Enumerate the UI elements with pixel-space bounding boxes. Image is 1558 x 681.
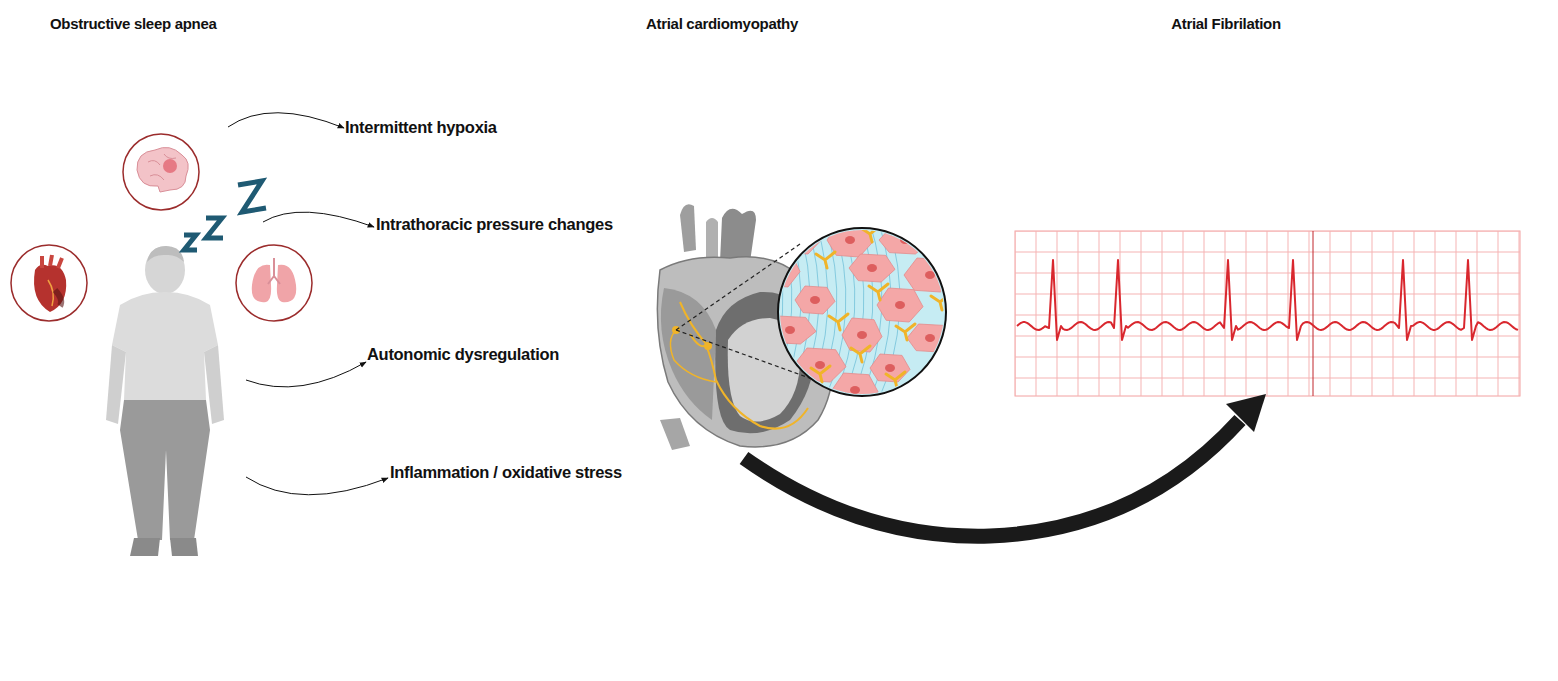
heart-icon — [11, 245, 87, 321]
atrial-tissue-zoom — [652, 220, 975, 409]
mechanism-label: Inflammation / oxidative stress — [390, 463, 622, 482]
mechanism-label: Intrathoracic pressure changes — [376, 215, 613, 234]
ecg-strip — [1015, 231, 1520, 396]
section-heading: Atrial Fibrilation — [1171, 15, 1281, 32]
lungs-icon — [236, 245, 312, 321]
person-figure — [106, 246, 224, 556]
progression-arrow — [744, 394, 1266, 536]
mechanism-arrow — [228, 113, 388, 495]
mechanism-label: Autonomic dysregulation — [367, 345, 559, 364]
section-heading: Atrial cardiomyopathy — [646, 15, 798, 32]
brain-icon — [123, 134, 199, 210]
heart-illustration — [657, 204, 833, 450]
sleep-symbol — [184, 181, 266, 250]
mechanism-label: Intermittent hypoxia — [345, 118, 497, 137]
section-heading: Obstructive sleep apnea — [50, 15, 217, 32]
